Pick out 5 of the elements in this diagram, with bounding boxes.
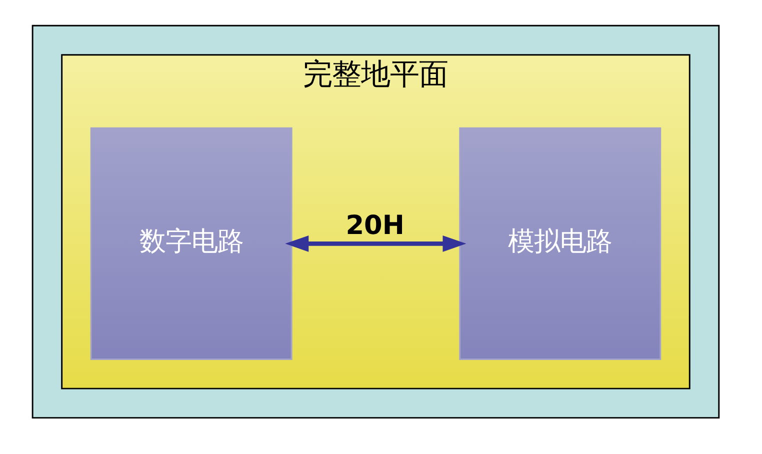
edge-label: 20H	[346, 211, 404, 242]
node-box: 数字电路	[90, 127, 292, 360]
cluster	[32, 24, 720, 419]
node-box: 模拟电路	[459, 127, 662, 360]
arrow	[285, 235, 466, 252]
